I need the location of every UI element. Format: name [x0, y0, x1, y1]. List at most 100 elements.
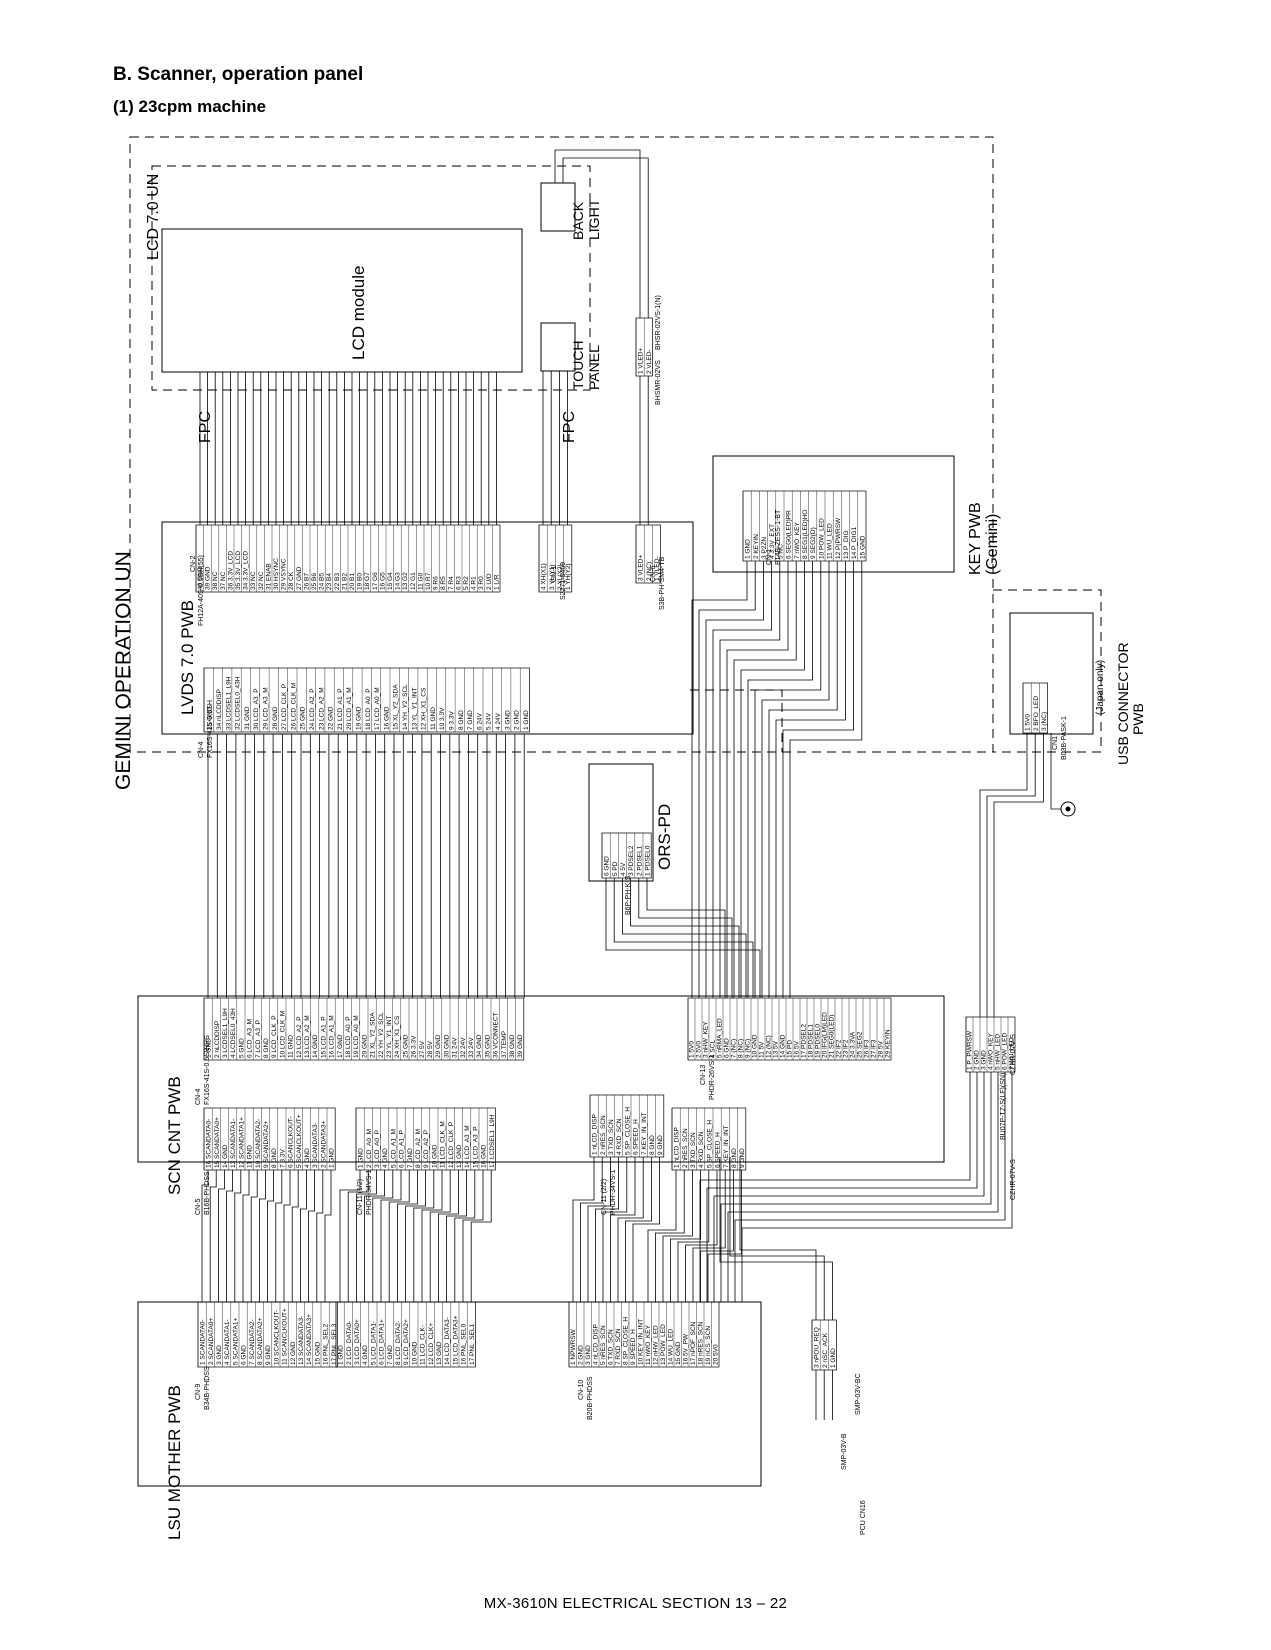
lsu-cn9a-connector-pin: 16 PNL_SEL2: [323, 1323, 330, 1365]
lsu-cn9b-connector-pin: 10 GND: [411, 1341, 418, 1365]
lsu-cn10-part: B20B-PHDSS: [587, 1376, 594, 1420]
wire-key-scn: [768, 561, 838, 998]
lsu-cn9a-connector-pin: 15 GND: [314, 1341, 321, 1365]
lvds-cn2-connector-pin: 27 GND: [296, 566, 303, 590]
key-cn1-connector-pin: 7 nWO_KEY: [794, 521, 801, 559]
lvds-label: LVDS 7.0 PWB: [178, 600, 197, 715]
lvds-cn2-connector-pin: 11 G0: [417, 572, 424, 590]
wire-key-scn: [691, 561, 748, 998]
key-cn1-connector-pin: 6 SEG0(LED)PR: [786, 510, 793, 559]
lvds-cn2-connector-pin: 16 G5: [379, 572, 386, 590]
scn-cn4-connector-pin: 19 LCD_A0_M: [353, 1015, 360, 1058]
lvds-cn4-connector-pin: 17 LCD_A0_M: [374, 687, 381, 730]
lsu-cn9b-connector-pin: 9 LCD_DATA2+: [403, 1319, 410, 1365]
wire-scn-lsu-d: [685, 1170, 718, 1302]
smp-connector-pin: 2 nSC_ACK: [822, 1332, 829, 1368]
scn-cn4-connector-pin: 37 TEMP: [501, 1031, 508, 1058]
ground-symbol: [1060, 801, 1076, 817]
lvds-cn1-connector-pin: 4 XH(X1): [541, 563, 548, 590]
ors-conn-label: B6P-PH-K-S: [625, 875, 632, 915]
wire-scn-lsu-b: [437, 1170, 459, 1302]
back-light-box: [540, 182, 576, 232]
scn-cn4-connector-pin: 34 GND: [476, 1034, 483, 1058]
wire-key-scn: [754, 561, 822, 998]
lvds-cn4-connector-pin: 20 LCD_A1_M: [346, 687, 353, 730]
scn-cn11a-connector-pin: 16 GND: [481, 1144, 488, 1168]
lvds-cn2-connector-pin: 39 GND: [205, 566, 212, 590]
wire-scn-lsu-b: [347, 1170, 369, 1302]
lvds-cn4-connector-pin: 12 XH_X1_CS: [421, 687, 428, 730]
wire-scn-lsu-c: [610, 1157, 636, 1302]
lvds-cn1-part: S2271-0469: [560, 562, 567, 600]
smp-conn-a: SMP-03V-B: [841, 1433, 848, 1470]
scn-cn11c-connector-pin: 3 TXD_SCN: [690, 1132, 697, 1168]
lvds-cn2-connector-pin: 5 R2: [463, 576, 470, 590]
lvds-cn2-connector-pin: 33 NC: [250, 571, 257, 590]
lvds-cn2-connector-pin: 37 NC: [220, 571, 227, 590]
wire-cz-lsu: [720, 1072, 992, 1302]
wire-scn-lsu-b: [339, 1170, 361, 1302]
lvds-cn2-connector-pin: 31 ENAB: [265, 563, 272, 590]
backlight-conn-b: BHSMR-02VS: [655, 360, 662, 405]
lsu-cn9a-connector-pin: 4 SCANDATA1-: [224, 1319, 231, 1365]
wire-scn-lsu-a: [217, 1170, 225, 1302]
lvds-cn2-connector-pin: 4 R1: [471, 576, 478, 590]
scn-cz-connector-pin: 2 GND: [973, 1050, 980, 1070]
wire-scn-lsu-a: [283, 1170, 291, 1302]
lvds-cn4-connector-pin: 33 LCDSEL1_L9H: [225, 676, 232, 730]
lvds-cn2-connector-pin: 30 HSYNC: [273, 558, 280, 590]
lvds-cn2-connector-pin: 8 R5: [440, 576, 447, 590]
lsu-cn9a-connector-pin: 6 GND: [241, 1345, 248, 1365]
wire-key-scn: [789, 561, 863, 998]
lvds-cn4-connector-pin: 24 LCD_A2_P: [309, 688, 316, 730]
lvds-cn4-connector-pin: 3 GND: [504, 710, 511, 730]
lsu-cn9a-connector-pin: 13 SCANDATA3-: [298, 1316, 305, 1365]
lcd-un-label: LCD 7.0 UN: [145, 174, 162, 260]
wire-smp-scn: [739, 1157, 817, 1320]
scn-cn11b-connector-pin: 1 nLCD_DISP: [592, 1114, 599, 1155]
lvds-cn2-connector-pin: 22 B3: [334, 573, 341, 590]
lvds-cn2-connector-pin: 17 G6: [372, 572, 379, 590]
lvds-cn2-connector-pin: 10 R7: [425, 572, 432, 590]
lvds-cn4-connector-pin: 19 GND: [356, 706, 363, 730]
lvds-cn4-connector-pin: 13 YL_Y1_INT: [411, 687, 418, 730]
scn-cz-connector-pin: 5 nHW_LED: [994, 1034, 1001, 1070]
scn-cn13-connector-pin: 10 GND: [751, 1034, 758, 1058]
key-cn1-connector-pin: 1 GND: [745, 539, 752, 559]
lsu-cn9a-connector-pin: 5 SCANDATA1+: [232, 1318, 239, 1365]
scn-cn13-connector-pin: 21 SEG0(LED): [828, 1015, 835, 1058]
wire-cz-lsu: [699, 1072, 971, 1302]
lsu-cn9b-connector-pin: 13 GND: [436, 1341, 443, 1365]
lvds-cn4-connector-pin: 14 YH_Y2_SCL: [402, 684, 409, 730]
pcu-conn-label: PCU CN16: [860, 1500, 867, 1535]
scn-bu-label: BU07P-TZ-S(LF)(SN): [1000, 1073, 1007, 1140]
wire-scn-lsu-a: [316, 1170, 324, 1302]
lvds-cn2-connector-pin: 3 R0: [478, 576, 485, 590]
key-cn1-connector-pin: 14 P_DIG1: [851, 526, 858, 559]
smp-connector-pin: 1 GND: [830, 1348, 837, 1368]
wire-scn-lsu-a: [226, 1170, 234, 1302]
lsu-cn9b-connector-pin: 6 LCD_DATA1+: [379, 1319, 386, 1365]
lvds-cn4-connector-pin: 1 GND: [523, 710, 530, 730]
scn-cn13-connector-pin: 2 5V0: [695, 1041, 702, 1058]
wire-key-scn: [733, 561, 797, 998]
lvds-cn4-connector-pin: 32 LCDSEL0_43H: [235, 676, 242, 730]
wire-scn-lsu-a: [234, 1170, 242, 1302]
scn-cn11a-connector-pin: 17 LCDSEL1_L9H: [489, 1114, 496, 1168]
key-cn1-connector-pin: 2 KEYIN: [753, 534, 760, 559]
lvds-cn2-connector-pin: 9 R6: [433, 576, 440, 590]
ors-connector-pin: 3 PDSEL2: [628, 845, 635, 876]
scn-cn4-connector-pin: 30 GND: [443, 1034, 450, 1058]
lsu-cn10-connector-pin: 6 TXD_SCN: [607, 1329, 614, 1365]
touch-panel-box: [540, 322, 576, 372]
key-cn1-part: B14B-ZESS-1-BT: [775, 509, 782, 565]
wire-scn-lsu-a: [267, 1170, 275, 1302]
scn-cn13-connector-pin: 15 PD: [786, 1040, 793, 1058]
